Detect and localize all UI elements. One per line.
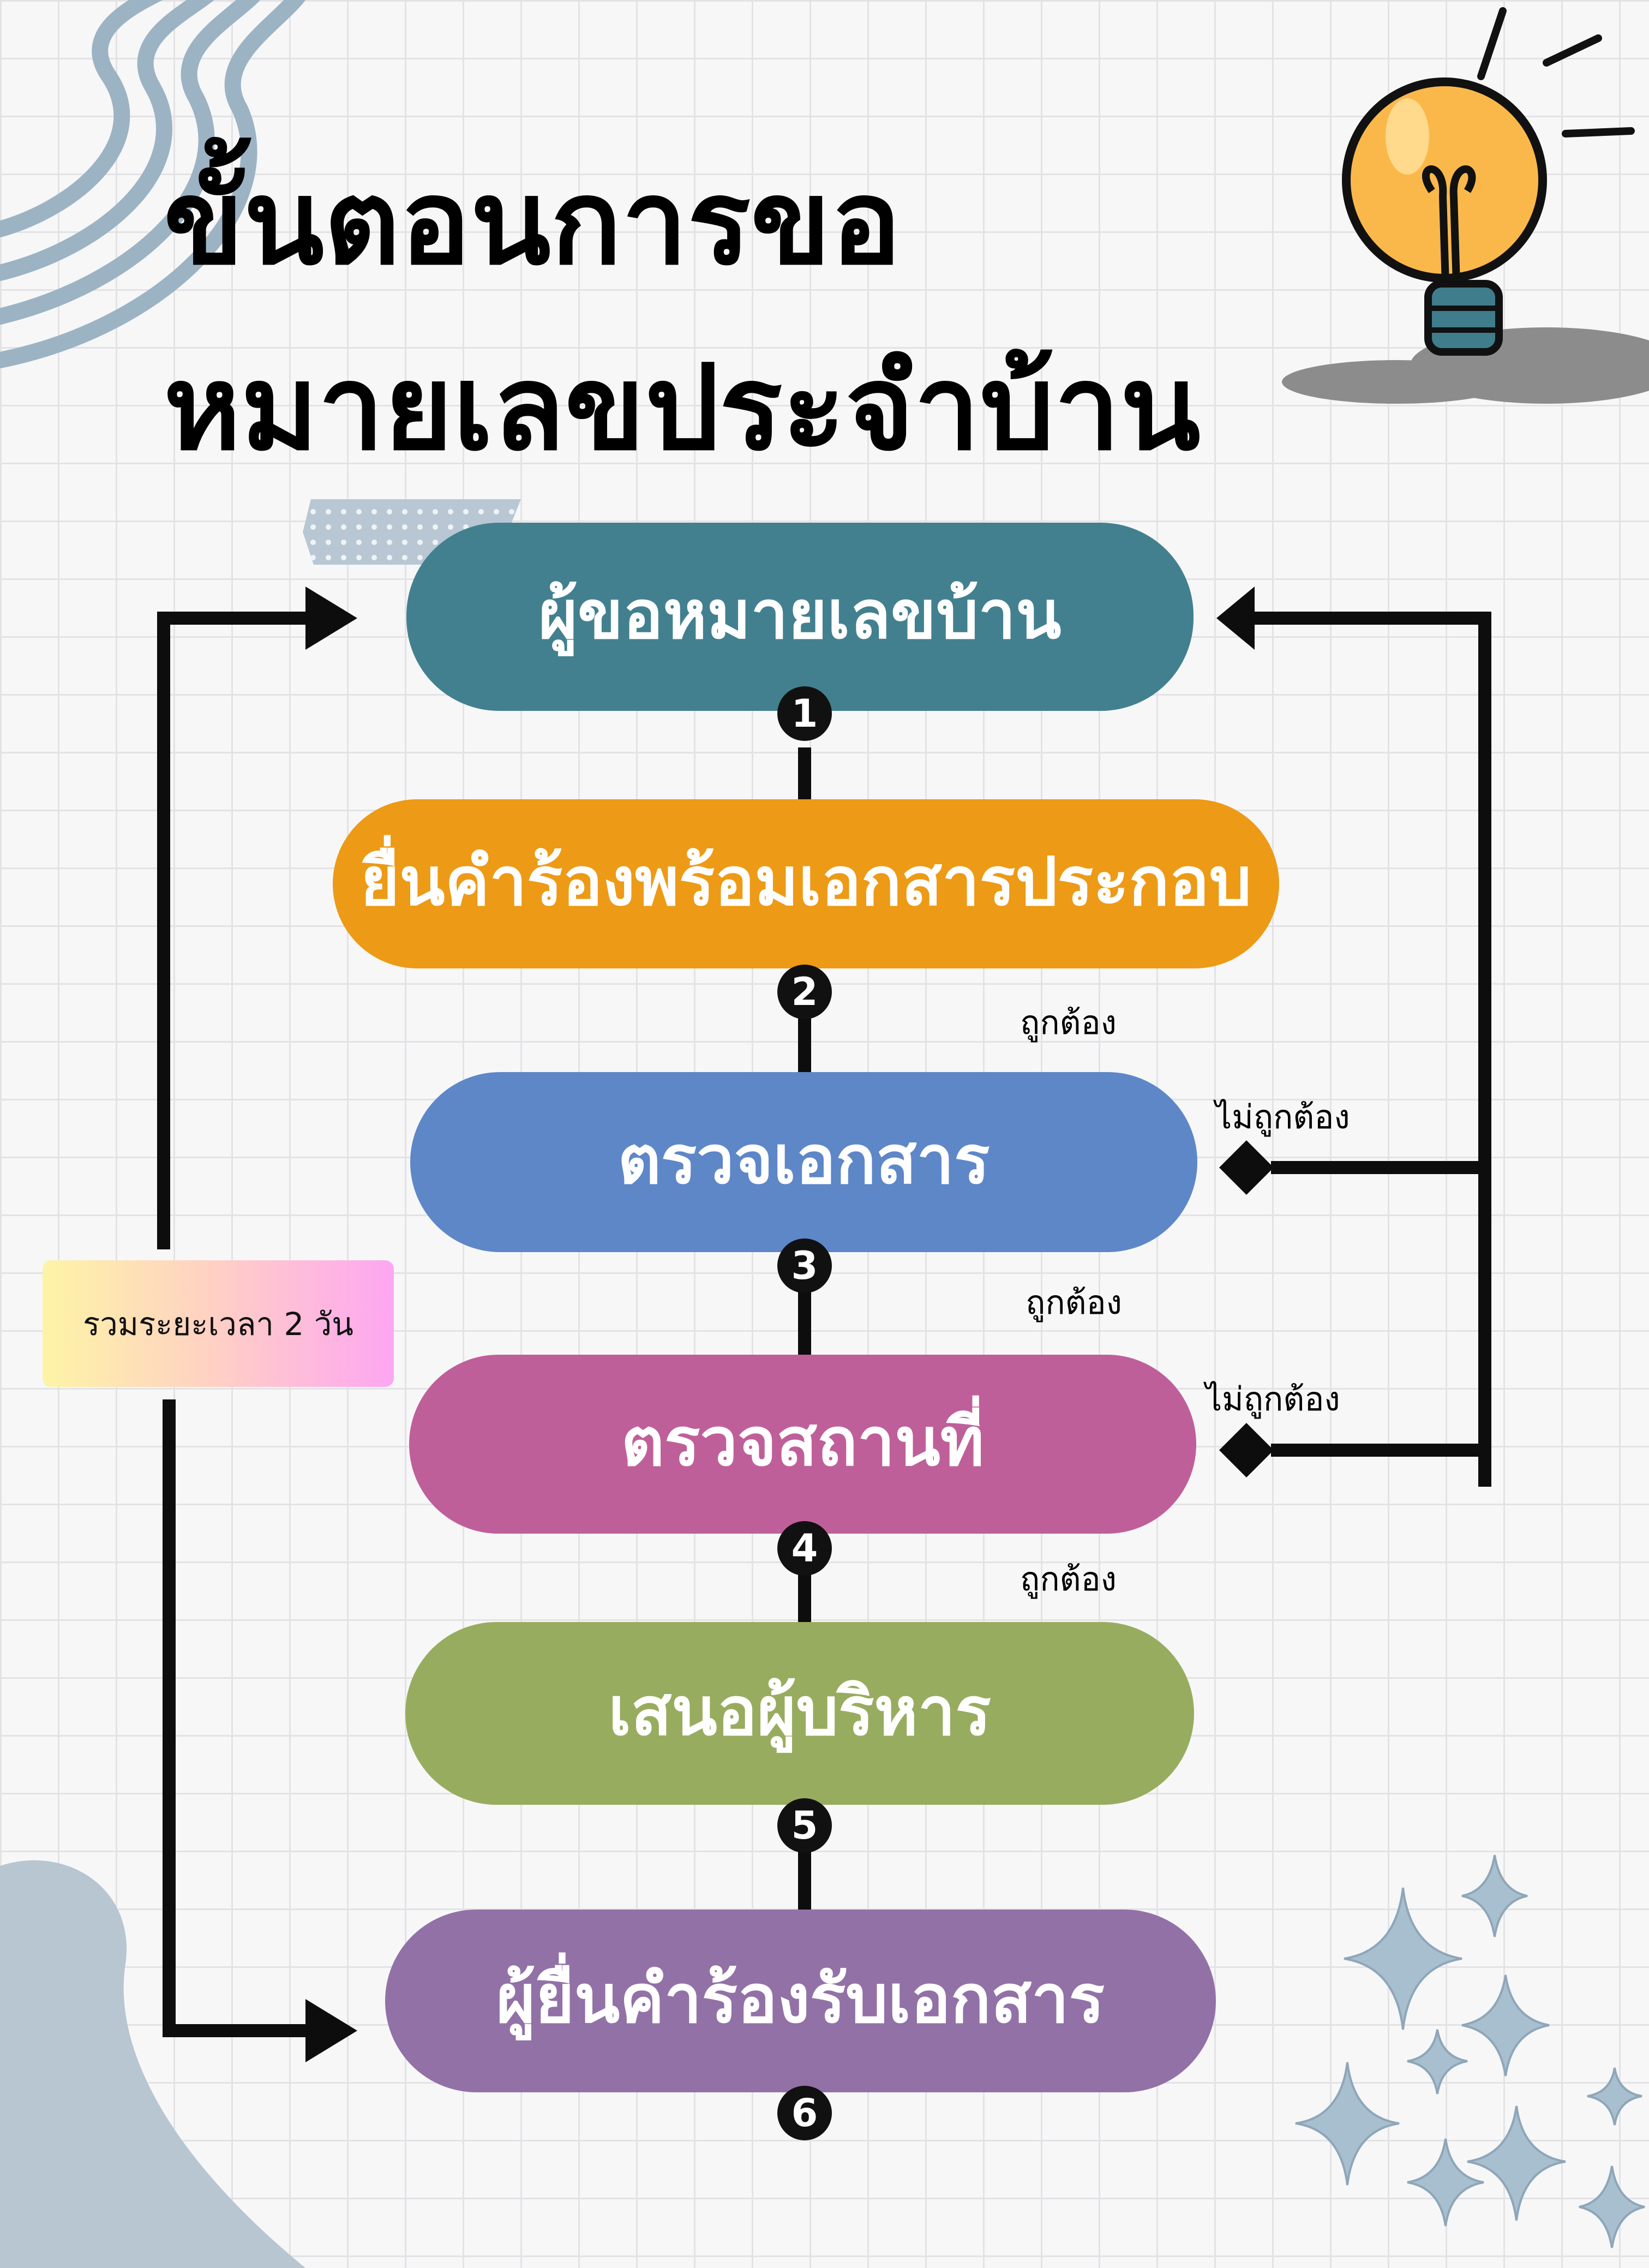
note-correct-2: ถูกต้อง [1020, 1004, 1117, 1042]
note-incorrect-3: ไม่ถูกต้อง [1215, 1098, 1350, 1136]
page-title-line1: ขั้นตอนการขอ [164, 154, 902, 291]
total-time-text: รวมระยะเวลา 2 วัน [83, 1305, 353, 1343]
arrowheads [305, 587, 1274, 2062]
wave-decoration [0, 0, 306, 368]
step-6-number: 6 [777, 2086, 832, 2140]
arrow-to-step1-right [1216, 587, 1255, 650]
step-4-pill: ตรวจสถานที่ [409, 1355, 1196, 1534]
step-3-label: ตรวจเอกสาร [617, 1121, 990, 1199]
note-correct-3: ถูกต้อง [1026, 1284, 1122, 1322]
step-5-pill: เสนอผู้บริหาร [405, 1622, 1194, 1805]
step-3-pill: ตรวจเอกสาร [410, 1072, 1197, 1252]
lightbulb-icon [1282, 7, 1649, 404]
step-6-pill: ผู้ยื่นคำร้องรับเอกสาร [385, 1910, 1216, 2092]
total-time-label: รวมระยะเวลา 2 วัน [43, 1260, 394, 1387]
step-2-number: 2 [777, 965, 832, 1019]
blob-decoration [0, 1860, 305, 2268]
left-loop-lower [163, 1399, 305, 2037]
step-1-number: 1 [777, 686, 832, 741]
step-4-label: ตรวจสถานที่ [621, 1403, 985, 1481]
note-incorrect-4: ไม่ถูกต้อง [1206, 1380, 1340, 1419]
left-loop-upper [157, 612, 305, 1249]
step-1-pill: ผู้ขอหมายเลขบ้าน [406, 523, 1194, 711]
step-2-label: ยื่นคำร้องพร้อมเอกสารประกอบ [360, 843, 1252, 920]
diamond-step4 [1219, 1423, 1274, 1477]
arrow-to-step6-left [305, 1999, 357, 2062]
step-3-number: 3 [777, 1238, 832, 1293]
step-4-number: 4 [777, 1521, 832, 1576]
step-1-label: ผู้ขอหมายเลขบ้าน [538, 576, 1062, 654]
step-5-label: เสนอผู้บริหาร [608, 1672, 991, 1750]
note-correct-4: ถูกต้อง [1020, 1560, 1117, 1599]
sparkle-icon [1295, 1854, 1645, 2248]
step-2-pill: ยื่นคำร้องพร้อมเอกสารประกอบ [333, 799, 1279, 968]
diamond-step3 [1219, 1140, 1274, 1195]
page-title-line2: หมายเลขประจำบ้าน [164, 339, 1201, 476]
step-5-number: 5 [777, 1798, 832, 1853]
step-6-label: ผู้ยื่นคำร้องรับเอกสาร [496, 1960, 1105, 2038]
right-return-line [1255, 612, 1491, 1487]
arrow-to-step1-left [305, 587, 357, 650]
